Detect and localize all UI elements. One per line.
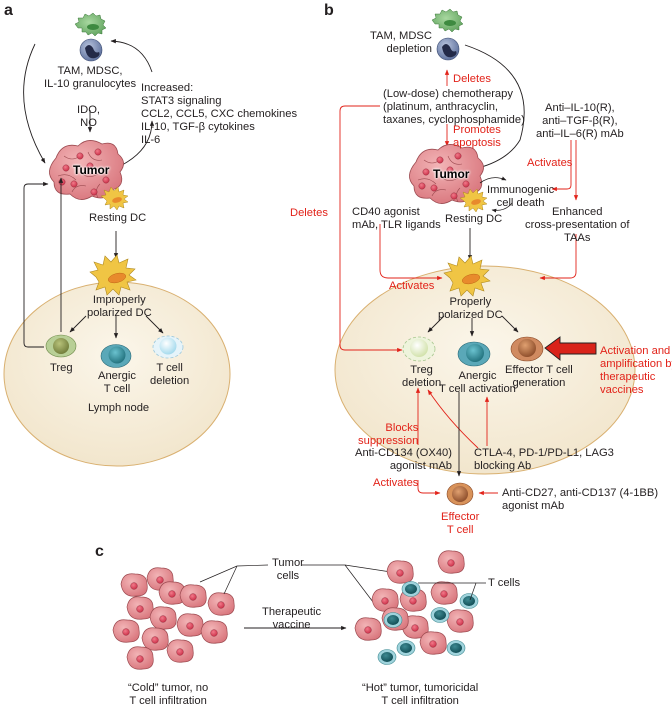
treg-deletion-label: Treg deletion [402,364,442,389]
deleted-cell-icon [152,335,184,359]
arrow-to-treg [69,315,87,333]
immunogenic-death-label: Immunogenic cell death [487,184,555,209]
arrow-cd134-to-effector [417,480,441,496]
resting-dc-label-a: Resting DC [89,212,147,224]
panel-label-a: a [4,2,13,19]
panel-label-c: c [95,543,104,560]
t-cells-label: T cells [488,577,521,589]
panel-c [112,550,486,670]
ctla4-label: CTLA-4, PD-1/PD-L1, LAG3 blocking Ab [474,447,614,472]
anti-il10-label: Anti–IL-10(R), anti–TGF-β(R), anti–IL–6(… [536,102,624,140]
anti-cd27-label: Anti-CD27, anti-CD137 (4-1BB) agonist mA… [502,487,659,512]
panel-a [3,12,231,467]
effector-t-cell-icon [446,482,474,506]
panel-b [334,8,636,506]
anergic-cell-icon [100,344,132,368]
suppressor-cells-label: TAM, MDSC, IL-10 granulocytes [44,65,137,90]
resting-dc-icon-a [100,186,129,211]
mdsc-cell-icon [79,38,103,62]
deletes-top-label: Deletes [453,73,491,85]
tam-cell-icon [74,12,107,37]
tumor-cells-label: Tumor cells [272,557,304,582]
arrow-chemo-deletes-treg [339,105,403,353]
anergic-activation-cell-icon [457,341,491,367]
mdsc-cell-icon-b [436,37,460,61]
activates-bottom-label: Activates [373,477,419,489]
arrow-enhanced-to-dc [539,234,577,281]
proper-dc-label: Properly polarized DC [438,296,503,321]
tumor-cells-pointer-left-2 [223,565,238,595]
arrow-to-treg-deletion [427,315,445,333]
arrow-to-deletion [145,315,164,334]
tumor-label-b: Tumor [433,167,470,181]
effector-generation-cell-icon [510,336,544,362]
ido-no-label: IDO, NO [77,104,100,129]
cd40-agonist-label: CD40 agonist mAb, TLR ligands [352,206,441,231]
cold-tumor-illustration [112,567,235,670]
deletes-left-label: Deletes [290,207,328,219]
increased-factors-label: Increased: STAT3 signaling CCL2, CCL5, C… [141,82,298,146]
arrow-increased-to-suppressors [110,39,153,73]
tumor-cells-pointer-left [199,564,269,583]
anergic-activation-label: Anergic T cell activation [439,370,516,395]
treg-label: Treg [50,362,73,374]
effector-t-cell-label: Effector T cell [441,511,480,536]
resting-dc-label-b: Resting DC [445,213,503,225]
tumor-cells-pointer-right [302,564,392,573]
arrow-to-effector-generation [501,315,519,333]
cold-tumor-label: “Cold” tumor, no T cell infiltration [128,682,209,707]
chemotherapy-label: (Low-dose) chemotherapy (platinum, anthr… [383,88,525,126]
resting-dc-icon-b [459,188,488,213]
tumor-cells-pointer-right-2 [344,564,374,603]
effector-generation-label: Effector T cell generation [505,364,573,389]
activates-right-label: Activates [527,157,573,169]
promotes-apoptosis-label: Promotes apoptosis [453,124,501,149]
depletion-label: TAM, MDSC depletion [370,30,432,55]
t-cell-deletion-label: T cell deletion [150,362,190,387]
lymph-node-label: Lymph node [88,402,150,414]
blocks-suppression-label: Blocks suppression [358,422,419,447]
arrow-tumor-to-increased [119,120,155,167]
arrow-treg-loop [23,181,49,348]
tam-cell-icon-b [431,8,464,33]
arrow-depletion-to-tumor [464,44,525,169]
hot-tumor-label: “Hot” tumor, tumoricidal T cell infiltra… [362,682,479,707]
hot-tumor-illustration [354,550,479,665]
treg-deletion-cell-icon [402,336,436,362]
activates-mid-label: Activates [389,280,435,292]
enhanced-cross-presentation-label: Enhanced cross-presentation of TAAs [525,206,630,244]
lymph-node-b [334,265,636,475]
improper-dc-label: Improperly polarized DC [87,294,152,319]
t-cells-pointer-2 [469,582,477,601]
arrow-suppressors-to-tumor [23,43,46,164]
arrow-ctla4-to-treg [427,389,479,449]
panel-label-b: b [324,2,334,19]
vaccine-note-label: Activation and amplification by therapeu… [600,345,672,396]
vaccine-arrow [544,336,597,361]
anergic-t-cell-label: Anergic T cell [98,370,136,395]
arrow-tumor-to-icd [479,176,507,184]
arrow-anti-il10-to-icd [551,140,572,192]
arrow-cd40-to-dc [379,224,443,281]
anti-cd134-label: Anti-CD134 (OX40) agonist mAb [355,447,452,472]
improper-dc-icon [89,254,137,296]
therapeutic-vaccine-label: Therapeutic vaccine [262,606,322,631]
proper-dc-icon [443,255,491,297]
treg-cell-icon [45,334,77,358]
arrow-icd-to-dc [491,202,513,213]
tumor-label-a: Tumor [73,163,110,177]
